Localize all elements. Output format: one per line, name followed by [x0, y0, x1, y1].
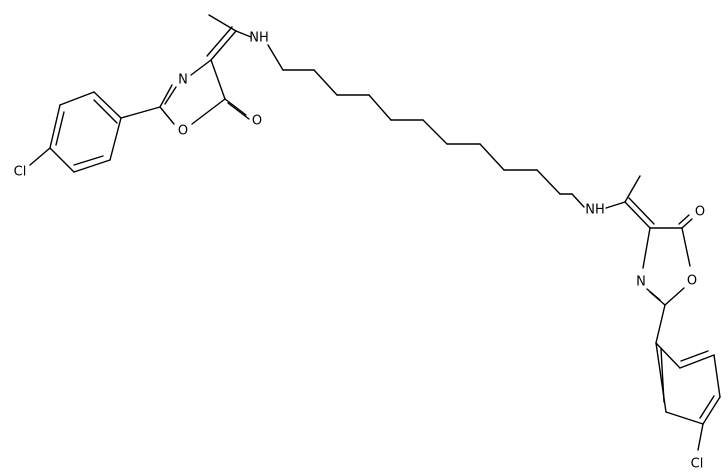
bond: [665, 411, 704, 425]
bond: [235, 30, 252, 38]
bond: [191, 98, 226, 125]
right-oxazolone-unit: [605, 175, 721, 451]
bond: [678, 214, 690, 225]
bond: [55, 111, 65, 146]
atom-label-cl-right: Cl: [691, 457, 704, 472]
bond: [267, 44, 284, 71]
bond: [206, 26, 233, 57]
atom-label-n-right: N: [636, 275, 646, 290]
decyl-linker-chain: [267, 44, 585, 208]
bond: [59, 91, 95, 106]
bond: [210, 59, 226, 100]
atom-label-o-carbonyl-left: O: [252, 114, 262, 129]
bond: [120, 106, 161, 119]
bond: [605, 201, 626, 209]
bond: [49, 104, 61, 149]
bond: [29, 147, 51, 166]
atom-label-n-left: N: [178, 73, 188, 88]
atom-labels: NH N O O Cl NH O N O Cl: [14, 31, 705, 472]
bond: [655, 342, 681, 369]
bond: [642, 227, 651, 269]
bond: [190, 59, 212, 76]
bond: [159, 106, 175, 125]
bond: [655, 304, 666, 344]
bond: [664, 287, 685, 306]
bond: [681, 218, 693, 229]
bond: [368, 94, 392, 121]
bond: [697, 423, 704, 451]
bond: [208, 14, 237, 32]
bond: [49, 147, 75, 173]
atom-label-nh-right: NH: [585, 203, 605, 218]
bond: [660, 348, 665, 403]
bond: [479, 143, 505, 171]
bond: [646, 288, 661, 301]
bond: [536, 169, 561, 195]
bond: [624, 201, 651, 229]
left-oxazolone-unit: [29, 14, 252, 173]
bond: [628, 197, 655, 225]
bond: [422, 119, 448, 145]
bond: [702, 396, 721, 425]
bond: [227, 102, 250, 120]
bond: [164, 86, 177, 105]
bond: [681, 227, 691, 267]
atom-label-o-ring-right: O: [687, 274, 697, 289]
bond: [109, 117, 122, 161]
atom-label-o-carbonyl-right: O: [695, 205, 705, 220]
bond: [313, 69, 338, 96]
bond: [93, 91, 122, 119]
bond: [699, 395, 715, 419]
atom-label-nh-left: NH: [249, 31, 269, 46]
bond: [93, 99, 118, 124]
bond: [224, 98, 247, 116]
bond: [624, 175, 641, 203]
bond: [159, 84, 173, 108]
bond: [679, 354, 715, 369]
bond: [73, 155, 104, 166]
bond: [680, 350, 709, 362]
bond: [713, 354, 721, 398]
bond: [571, 193, 585, 208]
bond: [73, 159, 111, 173]
atom-label-o-ring-left: O: [178, 124, 188, 139]
bond: [210, 30, 237, 61]
atom-label-cl-left: Cl: [14, 165, 27, 180]
